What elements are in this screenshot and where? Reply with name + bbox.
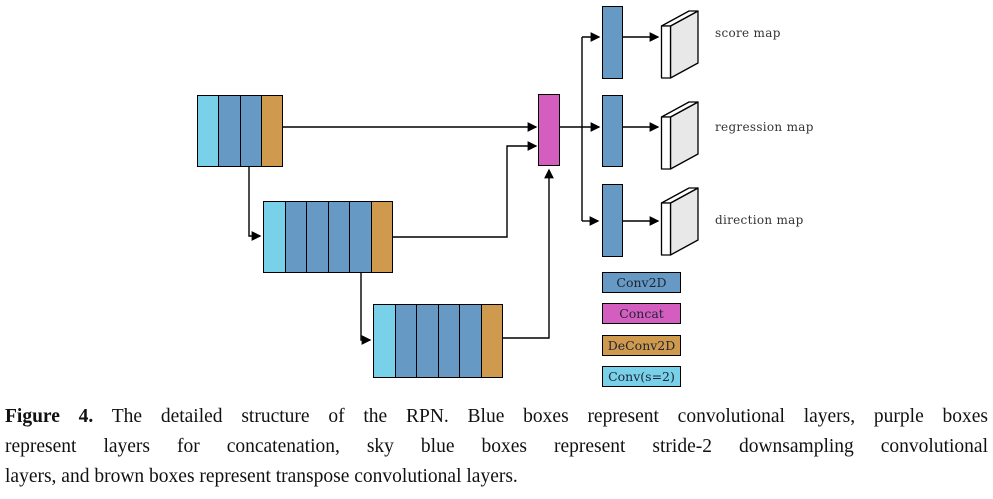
conv-s2-layer-cell: [374, 305, 395, 377]
conv-layer-cell: [218, 96, 240, 166]
conv-layer-cell: [306, 202, 328, 272]
regression-map-slab: [660, 101, 699, 170]
conv-s2-layer-cell: [198, 96, 219, 166]
deconv-layer-cell: [480, 305, 502, 377]
legend-concat: Concat: [602, 303, 681, 324]
legend-conv2d: Conv2D: [602, 272, 681, 293]
caption-line-1: Figure 4. The detailed structure of the …: [5, 402, 988, 432]
caption-line-1-text: The detailed structure of the RPN. Blue …: [111, 406, 988, 427]
legend-conv-s2: Conv(s=2): [602, 366, 681, 387]
conv-layer-cell: [394, 305, 416, 377]
concat-block: [538, 94, 560, 166]
legend-conv2d-label: Conv2D: [616, 275, 667, 290]
caption-line-3: layers, and brown boxes represent transp…: [5, 466, 518, 487]
figure-caption: Figure 4. The detailed structure of the …: [0, 402, 993, 492]
regression-map-label: regression map: [715, 120, 814, 134]
conv-s2-layer-cell: [264, 202, 285, 272]
regression-conv-block: [602, 95, 623, 167]
legend-deconv2d-label: DeConv2D: [607, 338, 676, 353]
deconv-layer-cell: [370, 202, 392, 272]
direction-map-slab: [660, 187, 699, 256]
conv-layer-cell: [284, 202, 306, 272]
deconv-layer-cell: [260, 96, 282, 166]
stage-1-conv-group: [197, 95, 283, 167]
score-conv-block: [602, 6, 623, 79]
legend-deconv2d: DeConv2D: [602, 335, 681, 356]
conv-layer-cell: [349, 202, 371, 272]
legend-concat-label: Concat: [619, 306, 664, 321]
score-map-label: score map: [715, 26, 781, 40]
stage-2-conv-group: [263, 201, 393, 273]
conv-layer-cell: [437, 305, 459, 377]
legend-conv-s2-label: Conv(s=2): [608, 369, 675, 384]
conv-layer-cell: [327, 202, 349, 272]
stage-3-conv-group: [373, 304, 503, 378]
direction-map-label: direction map: [715, 213, 804, 227]
rpn-structure-diagram: score map regression map direction map C…: [197, 6, 814, 387]
direction-conv-block: [602, 184, 623, 257]
conv-layer-cell: [416, 305, 438, 377]
conv-layer-cell: [459, 305, 481, 377]
conv-layer-cell: [239, 96, 261, 166]
caption-line-2: represent layers for concatenation, sky …: [5, 436, 988, 457]
caption-figure-label: Figure 4.: [5, 406, 94, 427]
score-map-slab: [660, 10, 699, 79]
